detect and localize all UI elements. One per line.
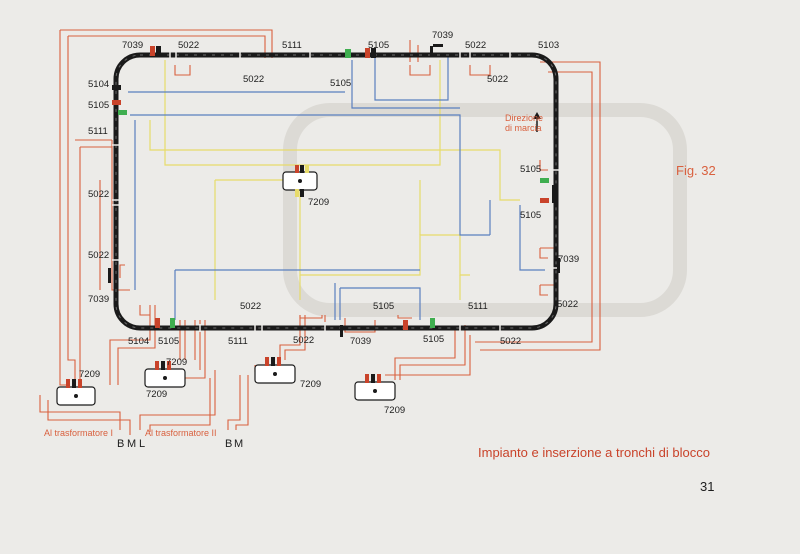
blue-wiring <box>128 55 545 320</box>
label-5105: 5105 <box>373 301 394 312</box>
label-5111: 5111 <box>228 336 248 347</box>
label-5022: 5022 <box>557 299 578 310</box>
terminal-m: M <box>234 438 243 450</box>
label-5105: 5105 <box>368 40 389 51</box>
relay-7209-1 <box>56 379 96 406</box>
terminal-m: M <box>127 438 136 450</box>
page-number: 31 <box>700 479 715 494</box>
label-5022: 5022 <box>293 335 314 346</box>
figure-label: Fig. 32 <box>676 163 716 178</box>
relay-boxes <box>119 65 548 319</box>
relay-7209-4 <box>354 374 396 401</box>
label-7209: 7209 <box>308 197 329 208</box>
direction-label-line2: di marcia <box>505 123 542 133</box>
terminal-labels: B M L B M <box>117 438 243 450</box>
transformer-2-label: Al trasformatore II <box>145 428 217 438</box>
label-5105: 5105 <box>88 100 109 111</box>
label-7039: 7039 <box>432 30 453 41</box>
relay-7209-2 <box>144 361 186 388</box>
label-5111: 5111 <box>468 301 488 312</box>
label-7039: 7039 <box>122 40 143 51</box>
track-components <box>108 44 560 337</box>
label-7209: 7209 <box>146 389 167 400</box>
terminal-b: B <box>117 438 124 450</box>
label-7209: 7209 <box>300 379 321 390</box>
label-7209: 7209 <box>384 405 405 416</box>
transformer-1-label: Al trasformatore I <box>44 428 113 438</box>
terminal-l: L <box>139 438 145 450</box>
relay-7209-3 <box>254 357 296 384</box>
label-5111: 5111 <box>282 40 302 51</box>
label-5105: 5105 <box>423 334 444 345</box>
label-5103: 5103 <box>538 40 559 51</box>
label-7209: 7209 <box>166 357 187 368</box>
label-5105: 5105 <box>158 336 179 347</box>
figure-caption: Impianto e inserzione a tronchi di blocc… <box>478 445 710 460</box>
label-5105: 5105 <box>520 210 541 221</box>
label-5111: 5111 <box>88 126 108 137</box>
label-5022: 5022 <box>500 336 521 347</box>
label-5022: 5022 <box>88 250 109 261</box>
label-5104: 5104 <box>128 336 149 347</box>
label-5022: 5022 <box>465 40 486 51</box>
faint-background-layout <box>283 103 687 317</box>
component-labels: 7039 5022 5111 5022 5105 5105 7039 5022 … <box>79 30 579 416</box>
label-5022: 5022 <box>487 74 508 85</box>
track-joints <box>112 51 560 332</box>
label-5105: 5105 <box>330 78 351 89</box>
label-7209: 7209 <box>79 369 100 380</box>
label-5105: 5105 <box>520 164 541 175</box>
terminal-b: B <box>225 438 232 450</box>
direction-arrow <box>533 112 541 132</box>
label-5022: 5022 <box>178 40 199 51</box>
label-7039: 7039 <box>350 336 371 347</box>
direction-label-line1: Direzione <box>505 113 543 123</box>
label-5022: 5022 <box>240 301 261 312</box>
label-5022: 5022 <box>243 74 264 85</box>
label-7039: 7039 <box>88 294 109 305</box>
relay-7209-center <box>282 165 318 197</box>
label-7039: 7039 <box>558 254 579 265</box>
label-5104: 5104 <box>88 79 109 90</box>
label-5022: 5022 <box>88 189 109 200</box>
